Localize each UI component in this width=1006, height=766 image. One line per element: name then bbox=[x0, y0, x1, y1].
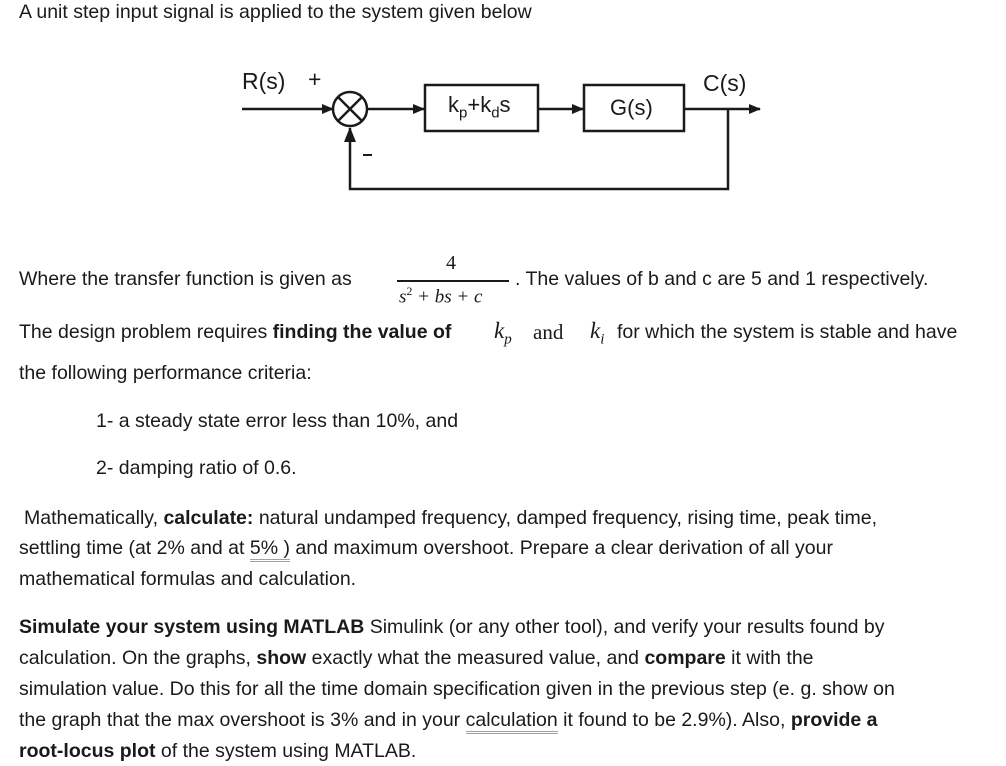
design-line-1-end: for which the system is stable and have bbox=[617, 321, 958, 343]
plus-sign: + bbox=[308, 66, 322, 92]
criterion-2: 2- damping ratio of 0.6. bbox=[96, 457, 297, 479]
summing-junction bbox=[331, 90, 369, 128]
tf-denominator: s2 + bs + c bbox=[399, 284, 483, 308]
tf-fraction-line bbox=[397, 280, 509, 282]
design-line-1: The design problem requires finding the … bbox=[19, 321, 452, 343]
sim-line-3: simulation value. Do this for all the ti… bbox=[19, 678, 895, 700]
math-line-1: Mathematically, calculate: natural undam… bbox=[24, 507, 878, 529]
feedback-arrowhead bbox=[344, 127, 356, 142]
criterion-1: 1- a steady state error less than 10%, a… bbox=[96, 410, 459, 432]
controller-label: kp+kds bbox=[448, 92, 511, 122]
feedback-path bbox=[348, 109, 730, 191]
sim-line-2: calculation. On the graphs, show exactly… bbox=[19, 647, 814, 669]
ki-symbol: ki bbox=[590, 318, 605, 348]
intro-text: A unit step input signal is applied to t… bbox=[19, 1, 532, 23]
block-diagram bbox=[242, 83, 761, 191]
input-label: R(s) bbox=[242, 68, 286, 94]
plant-label: G(s) bbox=[610, 95, 653, 120]
kp-symbol: kp bbox=[494, 318, 512, 348]
tf-numerator: 4 bbox=[446, 252, 456, 274]
sim-line-5: root-locus plot of the system using MATL… bbox=[19, 740, 417, 762]
transfer-intro: Where the transfer function is given as bbox=[19, 268, 352, 290]
transfer-values: . The values of b and c are 5 and 1 resp… bbox=[515, 268, 929, 290]
sim-line-1: Simulate your system using MATLAB Simuli… bbox=[19, 616, 885, 638]
and-word: and bbox=[533, 320, 564, 344]
output-label: C(s) bbox=[703, 70, 747, 96]
controller-block bbox=[423, 83, 540, 133]
math-line-3: mathematical formulas and calculation. bbox=[19, 568, 357, 590]
design-line-2: the following performance criteria: bbox=[19, 362, 312, 384]
math-line-2: settling time (at 2% and at 5% ) and max… bbox=[19, 537, 833, 562]
sim-line-4: the graph that the max overshoot is 3% a… bbox=[19, 709, 878, 734]
